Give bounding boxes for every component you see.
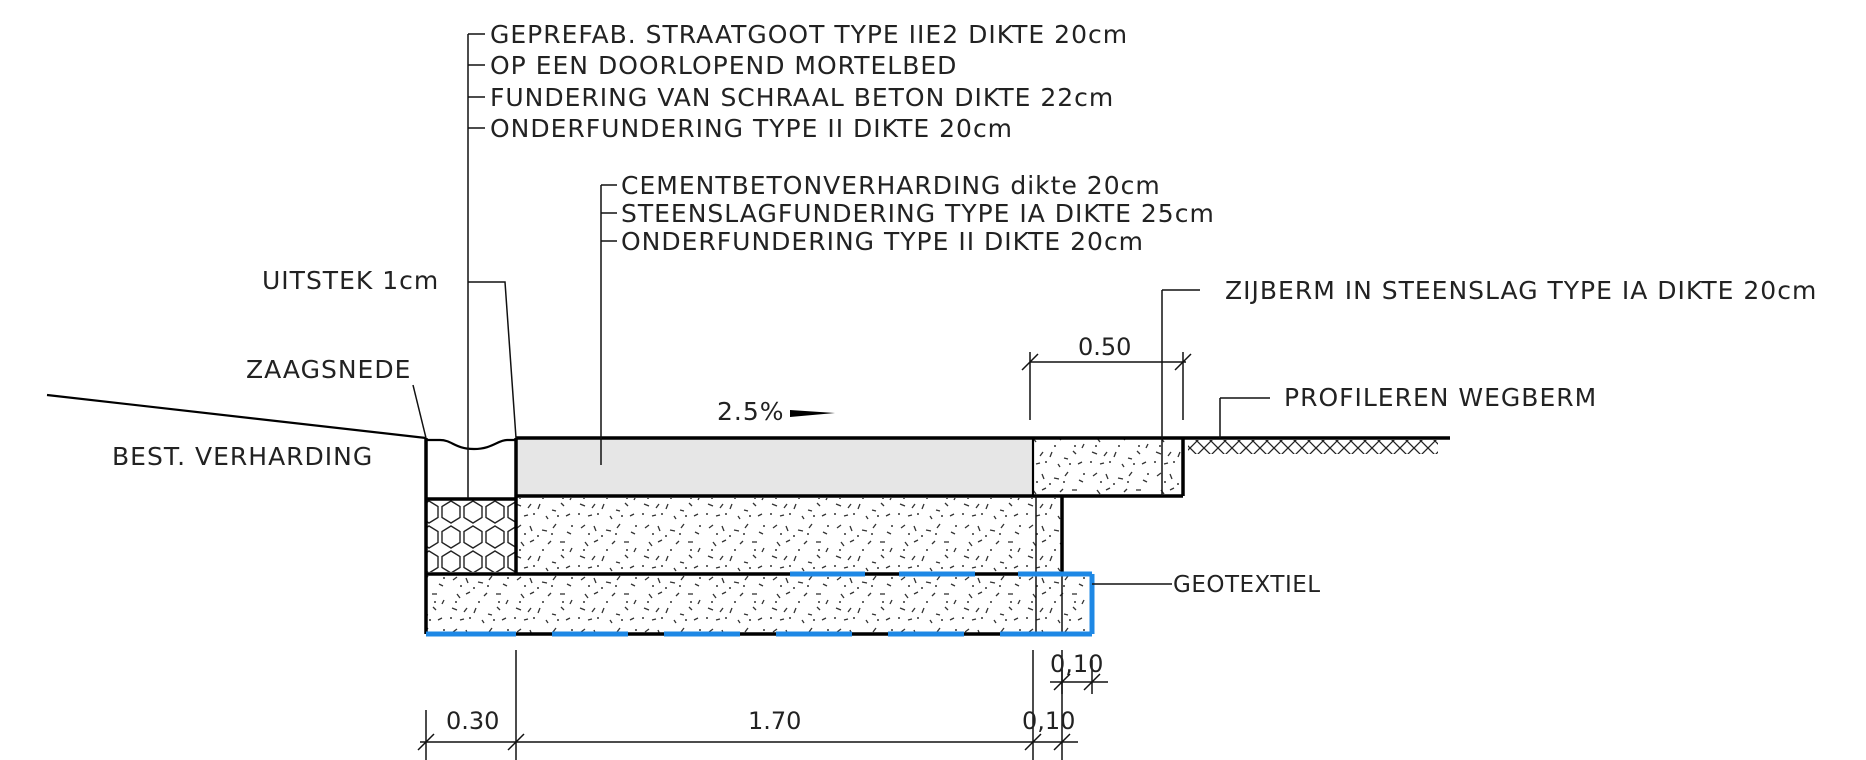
straatgoot-profile: [424, 438, 516, 451]
label-steenslagfundering: STEENSLAGFUNDERING TYPE IA DIKTE 25cm: [621, 199, 1215, 228]
dimension-lines: [417, 352, 1192, 760]
label-zaagsnede: ZAAGSNEDE: [246, 355, 411, 384]
label-onderfundering-goot: ONDERFUNDERING TYPE II DIKTE 20cm: [490, 114, 1013, 143]
label-fundering-schraal: FUNDERING VAN SCHRAAL BETON DIKTE 22cm: [490, 83, 1114, 112]
existing-road-surface: [46, 393, 427, 440]
label-profileren: PROFILEREN WEGBERM: [1284, 383, 1597, 412]
label-onderfundering-weg: ONDERFUNDERING TYPE II DIKTE 20cm: [621, 227, 1144, 256]
dimension-offset-geotextiel: 0,10: [1050, 650, 1103, 678]
label-slope: 2.5%: [717, 397, 785, 426]
fundering-schraal-beton-layer: [426, 500, 516, 572]
structure-outline: [424, 436, 1185, 636]
label-best-verharding: BEST. VERHARDING: [112, 442, 373, 471]
zijberm-layer: [1033, 438, 1183, 496]
label-mortelbed: OP EEN DOORLOPEND MORTELBED: [490, 51, 957, 80]
onderfundering-layer: [426, 574, 1092, 634]
dimension-berm-width: 0.50: [1078, 333, 1131, 361]
label-straatgoot: GEPREFAB. STRAATGOOT TYPE IIE2 DIKTE 20c…: [490, 20, 1128, 49]
label-uitstek: UITSTEK 1cm: [262, 266, 439, 295]
dimension-road-width: 1.70: [748, 707, 801, 735]
steenslagfundering-layer: [516, 498, 1062, 572]
label-cementbeton: CEMENTBETONVERHARDING dikte 20cm: [621, 171, 1161, 200]
label-zijberm: ZIJBERM IN STEENSLAG TYPE IA DIKTE 20cm: [1225, 276, 1817, 305]
label-geotextiel: GEOTEXTIEL: [1173, 572, 1321, 598]
natural-ground-hatch: [1188, 440, 1438, 454]
cementbeton-layer: [516, 438, 1033, 496]
slope-arrow-icon: [790, 410, 835, 417]
leader-lines: [412, 33, 1270, 585]
dimension-goot-width: 0.30: [446, 707, 499, 735]
dimension-offset-bottom: 0,10: [1022, 707, 1075, 735]
